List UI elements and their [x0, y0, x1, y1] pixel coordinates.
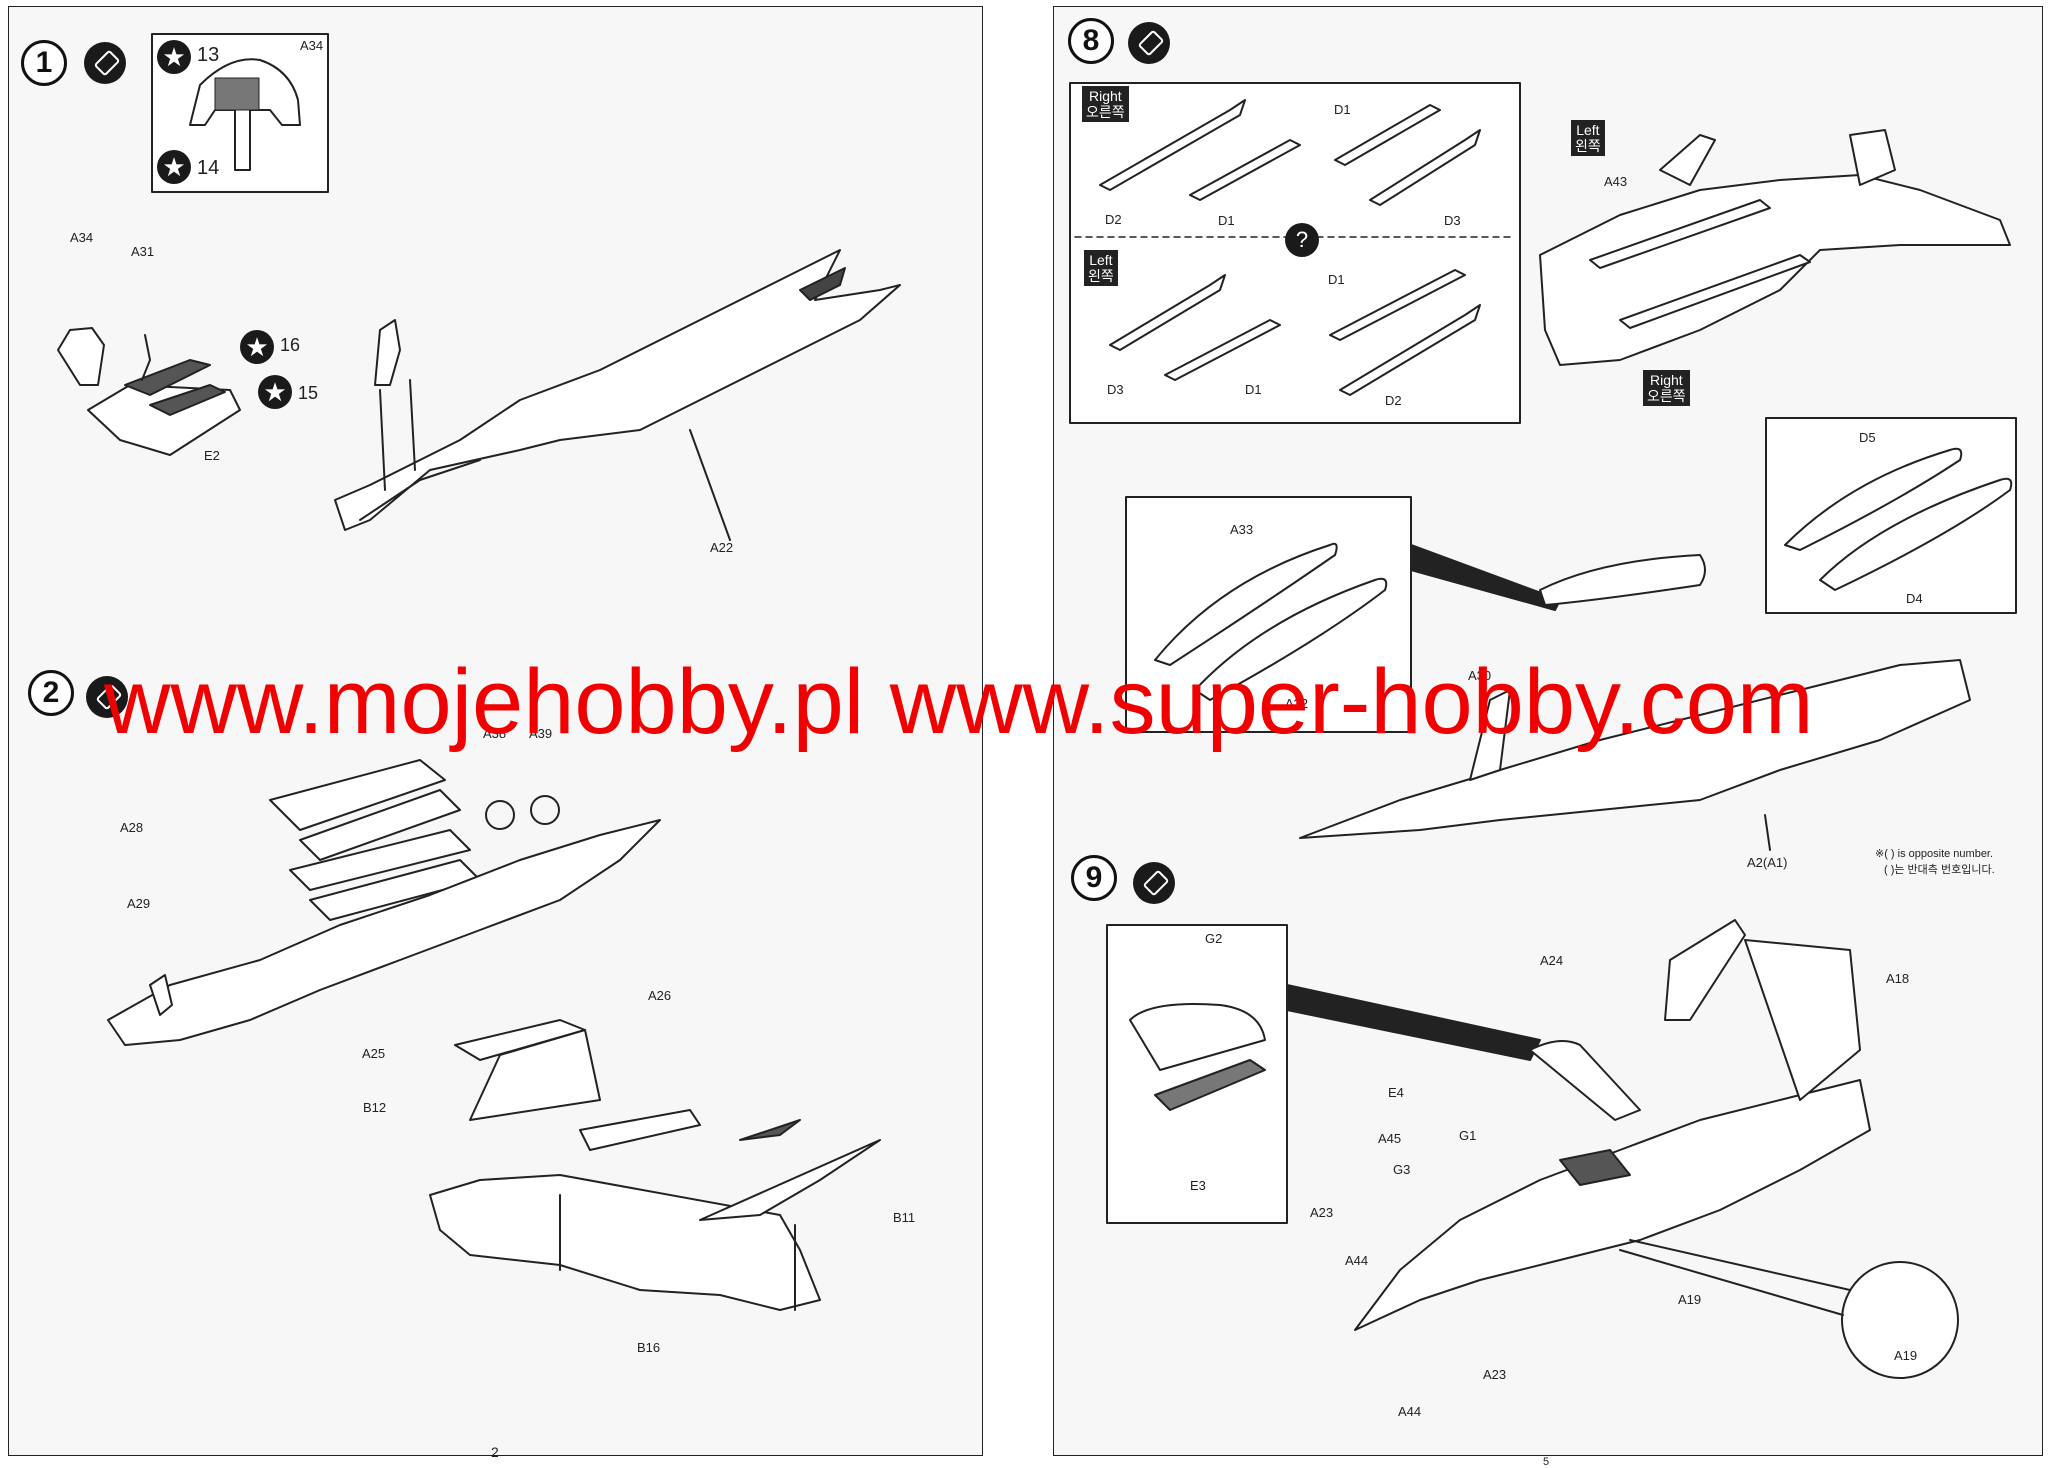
part-label: A34 — [300, 38, 324, 53]
step-1-number: 1 — [21, 40, 67, 86]
wing-assembly-drawing — [429, 1019, 881, 1311]
part-label: D5 — [1859, 430, 1876, 445]
part-label: 15 — [298, 383, 319, 403]
part-label: A38 — [483, 726, 507, 741]
part-label: 16 — [280, 335, 301, 355]
part-label: D1 — [1218, 213, 1235, 228]
cement-icon — [1133, 862, 1175, 904]
part-label: 13 — [197, 44, 220, 66]
part-label: A25 — [362, 1046, 386, 1061]
part-label: A2(A1) — [1747, 855, 1788, 870]
aircraft-cockpit-drawing — [1354, 919, 1959, 1379]
watermark: www.mojehobby.pl www.super-hobby.com — [104, 651, 1814, 753]
cement-icon — [84, 42, 126, 84]
aircraft-front-drawing — [1299, 554, 1971, 851]
part-label: A23 — [1483, 1367, 1507, 1382]
step-8-number: 8 — [1068, 18, 1114, 64]
part-label: E2 — [204, 448, 220, 463]
step-9-number: 9 — [1071, 855, 1117, 901]
part-label: E3 — [1190, 1178, 1206, 1193]
part-label: D4 — [1906, 591, 1923, 606]
part-label: D1 — [1328, 272, 1345, 287]
part-label: A23 — [1310, 1205, 1334, 1220]
decal-star-icon: ★ — [157, 40, 191, 74]
part-label: D2 — [1385, 393, 1402, 408]
part-label: A31 — [131, 244, 155, 259]
part-label: D1 — [1245, 382, 1262, 397]
page-number-left: 2 — [491, 1444, 499, 1460]
decal-star-icon: ★ — [157, 150, 191, 184]
part-label: A32 — [1285, 696, 1309, 711]
canopy-inset-drawing — [1106, 924, 1541, 1224]
part-label: A43 — [1604, 174, 1628, 189]
step-2-number: 2 — [28, 670, 74, 716]
part-label: A24 — [1540, 953, 1564, 968]
part-label: A44 — [1398, 1404, 1422, 1419]
part-label: A33 — [1230, 522, 1254, 537]
part-label: G3 — [1393, 1162, 1411, 1177]
part-label: D2 — [1105, 212, 1122, 227]
missile-box-drawing — [1069, 82, 1521, 424]
question-icon: ? — [1285, 223, 1319, 257]
fuselage-half-drawing — [334, 249, 901, 541]
part-label: G2 — [1205, 931, 1223, 946]
opposite-number-note-ko: ( )는 반대측 번호입니다. — [1884, 864, 1995, 876]
decal-star-icon: ★ — [258, 375, 292, 409]
part-label: E4 — [1388, 1085, 1404, 1100]
part-label: A44 — [1345, 1253, 1369, 1268]
part-label: B12 — [363, 1100, 387, 1115]
part-label: 14 — [197, 157, 220, 179]
page-number-right: 5 — [1543, 1456, 1550, 1468]
cement-icon — [86, 676, 128, 718]
part-label: D3 — [1107, 382, 1124, 397]
part-label: A19 — [1678, 1292, 1702, 1307]
part-label: A28 — [120, 820, 144, 835]
part-label: A45 — [1378, 1131, 1402, 1146]
part-label: A22 — [710, 540, 734, 555]
part-label: B16 — [637, 1340, 661, 1355]
part-label: A34 — [70, 230, 94, 245]
aircraft-with-missiles-drawing — [1539, 129, 2011, 366]
part-label: A18 — [1886, 971, 1910, 986]
part-label: A26 — [648, 988, 672, 1003]
pod-inset-drawing — [1125, 417, 2017, 733]
part-label: D1 — [1334, 102, 1351, 117]
part-label: A30 — [1468, 668, 1492, 683]
part-label: D3 — [1444, 213, 1461, 228]
part-label: G1 — [1459, 1128, 1477, 1143]
part-label: A19 — [1894, 1348, 1918, 1363]
fuselage-assembly-drawing — [107, 819, 661, 1046]
part-label: A39 — [529, 726, 553, 741]
cement-icon — [1128, 22, 1170, 64]
decal-star-icon: ★ — [240, 330, 274, 364]
part-label: B11 — [893, 1210, 916, 1225]
part-label: A29 — [127, 896, 151, 911]
cockpit-tub-drawing — [57, 327, 241, 456]
opposite-number-note: ※( ) is opposite number. — [1875, 848, 1994, 860]
